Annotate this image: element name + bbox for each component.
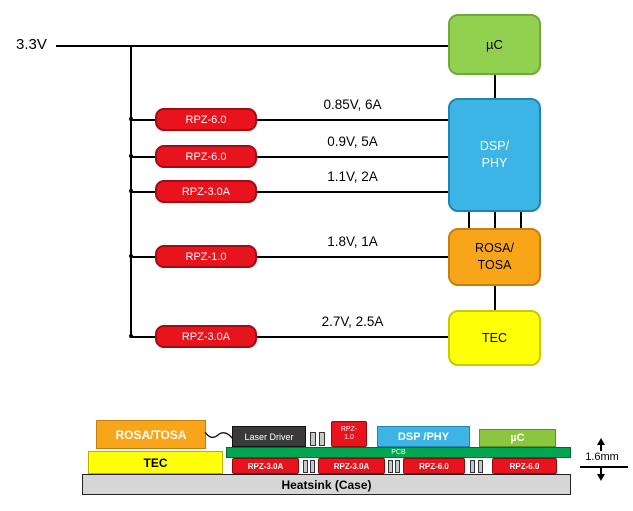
rail-label: 0.85V, 6A [323, 97, 382, 112]
supply-wire [56, 45, 448, 47]
down-arrow-icon [597, 474, 605, 481]
regulator-block: RPZ-6.0 [155, 145, 257, 168]
uc-block: µC [448, 14, 541, 75]
passive-component [478, 460, 483, 473]
regulator-label: RPZ-3.0A [181, 185, 231, 198]
rail-label: 1.1V, 2A [327, 169, 378, 184]
passive-component [388, 460, 393, 473]
heatsink-label: Heatsink (Case) [281, 477, 372, 492]
bottom-regulator-label: RPZ-6.0 [419, 461, 449, 471]
rosa-tosa-label: ROSA/ TOSA [475, 241, 514, 272]
rail-wire [257, 156, 448, 158]
uc-chip-label: µC [510, 432, 525, 444]
regulator-label: RPZ-1.0 [185, 250, 227, 263]
uc-chip: µC [479, 429, 556, 447]
passive-component [310, 460, 315, 473]
rail-label: 0.9V, 5A [327, 134, 378, 149]
uc-dsp-wire [494, 75, 496, 98]
rail-wire [257, 256, 448, 258]
regulator-input-wire [130, 256, 155, 258]
regulator-label: RPZ-6.0 [185, 150, 227, 163]
pcb-block: PCB [226, 447, 571, 458]
bottom-regulator-block: RPZ-3.0A [232, 458, 299, 474]
dimension-line [600, 467, 602, 474]
dimension-line [600, 444, 602, 451]
regulator-label: RPZ-6.0 [185, 113, 227, 126]
tec-module: TEC [88, 451, 223, 474]
passive-component [319, 432, 325, 446]
rosa-tosa-module: ROSA/TOSA [96, 420, 206, 449]
dimension-underline [580, 466, 628, 468]
rosa-tec-wire [494, 286, 496, 310]
passive-component [310, 432, 316, 446]
regulator-label: RPZ-3.0A [181, 330, 231, 343]
rpz-1p0-label: RPZ- 1.0 [340, 425, 358, 441]
uc-label: µC [486, 37, 503, 52]
regulator-block: RPZ-1.0 [155, 245, 257, 268]
thickness-label: 1.6mm [585, 451, 619, 463]
dsp-phy-label: DSP/ PHY [479, 139, 510, 170]
supply-voltage-label: 3.3V [16, 36, 47, 53]
bottom-regulator-block: RPZ-6.0 [403, 458, 465, 474]
regulator-input-wire [130, 336, 155, 338]
dsp-rosa-wire [468, 212, 470, 228]
heatsink-block: Heatsink (Case) [82, 474, 571, 495]
tec-module-label: TEC [143, 455, 168, 470]
rail-label: 2.7V, 2.5A [321, 314, 384, 329]
bottom-regulator-block: RPZ-6.0 [492, 458, 557, 474]
rosa-tosa-block: ROSA/ TOSA [448, 228, 541, 286]
regulator-block: RPZ-3.0A [155, 180, 257, 203]
rail-wire [257, 336, 448, 338]
passive-component [395, 460, 400, 473]
bottom-regulator-label: RPZ-3.0A [247, 461, 284, 471]
dsp-phy-chip-label: DSP /PHY [397, 430, 450, 443]
pcb-label: PCB [391, 449, 406, 456]
rail-wire [257, 119, 448, 121]
regulator-block: RPZ-6.0 [155, 108, 257, 131]
bottom-regulator-block: RPZ-3.0A [318, 458, 385, 474]
dsp-phy-block: DSP/ PHY [448, 98, 541, 212]
laser-driver-label: Laser Driver [244, 431, 294, 442]
rosa-tosa-module-label: ROSA/TOSA [115, 427, 187, 442]
regulator-input-wire [130, 119, 155, 121]
rail-label: 1.8V, 1A [327, 234, 378, 249]
laser-driver-block: Laser Driver [232, 426, 306, 447]
dsp-phy-chip: DSP /PHY [377, 426, 470, 447]
bond-wire [204, 431, 234, 440]
regulator-block: RPZ-3.0A [155, 325, 257, 348]
regulator-input-wire [130, 191, 155, 193]
rpz-1p0-block: RPZ- 1.0 [331, 421, 367, 447]
dsp-rosa-wire [520, 212, 522, 228]
bottom-regulator-label: RPZ-6.0 [509, 461, 540, 471]
passive-component [303, 460, 308, 473]
tec-block: TEC [448, 310, 541, 366]
bottom-regulator-label: RPZ-3.0A [333, 461, 370, 471]
rail-wire [257, 191, 448, 193]
regulator-input-wire [130, 156, 155, 158]
passive-component [470, 460, 475, 473]
up-arrow-icon [597, 438, 605, 445]
tec-label: TEC [482, 331, 507, 345]
dsp-rosa-wire [494, 212, 496, 228]
